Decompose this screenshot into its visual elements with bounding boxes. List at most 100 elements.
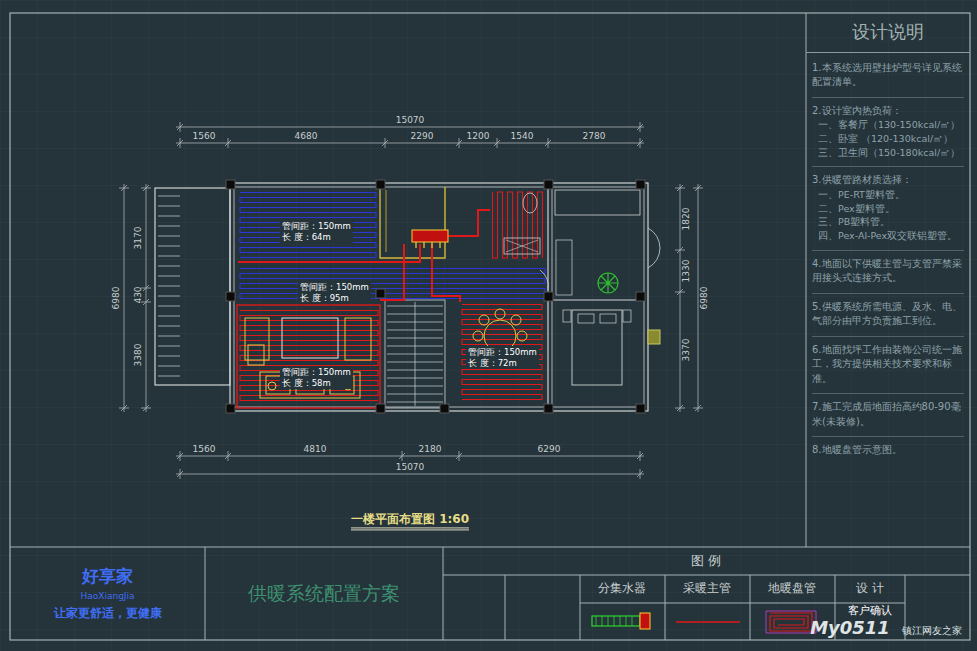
dimension: 15070 xyxy=(396,463,425,473)
stair-steps xyxy=(158,196,180,197)
title-cell: 供暖系统配置方案 xyxy=(205,547,443,640)
note-text: 三、PB塑料管。 xyxy=(812,215,964,229)
extension-line xyxy=(459,451,460,461)
plant-symbol xyxy=(598,273,618,293)
dimension: 3170 xyxy=(134,227,144,250)
extension-line xyxy=(180,451,181,461)
dimension: 1560 xyxy=(193,445,216,455)
extension-line xyxy=(228,451,229,461)
walls xyxy=(572,310,622,385)
furniture xyxy=(248,345,264,365)
dimension: 6980 xyxy=(700,287,710,310)
heating-zone: 管间距：150mm长 度：72m xyxy=(460,300,544,406)
note-text: 1.本系统选用壁挂炉型号详见系统配置清单。 xyxy=(812,61,964,90)
heating-coil xyxy=(493,192,543,258)
text-holder: 管间距：150mm长 度：58m xyxy=(280,366,353,389)
note-text: 二、卧室 （120-130kcal/㎡） xyxy=(812,132,964,146)
watermark: My0511 xyxy=(810,618,890,638)
text-holder: 管间距：150mm长 度：64m xyxy=(280,220,353,243)
dimension-line xyxy=(146,184,147,412)
dimension-line xyxy=(680,184,681,412)
extension-line xyxy=(119,188,129,189)
note-text: 二、Pex塑料管。 xyxy=(812,202,964,216)
note-text: 四、Pex-Al-Pex双交联铝塑管。 xyxy=(812,229,964,243)
title-block-text: 供暖系统配置方案 xyxy=(248,582,400,606)
heating-coil xyxy=(240,193,376,258)
walls xyxy=(523,193,537,213)
walls xyxy=(556,240,572,295)
stair-steps xyxy=(158,316,180,317)
stair-steps xyxy=(158,346,180,347)
dimension: 15070 xyxy=(396,116,425,126)
title-block-text: HaoXiangJia xyxy=(80,591,134,602)
furniture xyxy=(479,315,489,325)
panel-divider xyxy=(806,13,807,547)
extension-line xyxy=(180,122,181,132)
title-block xyxy=(665,575,666,640)
note-text: 7.施工完成后地面抬高约80-90毫米(未装修)。 xyxy=(812,393,964,429)
furniture xyxy=(495,309,505,319)
walls xyxy=(623,310,631,322)
dimension: 6980 xyxy=(112,287,122,310)
extension-line xyxy=(640,122,641,132)
interior-walls xyxy=(386,190,387,252)
note-text: 5.供暖系统所需电源、及水、电、气部分由甲方负责施工到位。 xyxy=(812,293,964,329)
logo-cell: 好享家 HaoXiangJia 让家更舒适，更健康 xyxy=(10,547,205,640)
walls xyxy=(555,190,640,215)
coil-spec: 长 度：58m xyxy=(282,378,351,389)
stair-steps xyxy=(158,366,180,367)
column xyxy=(376,289,385,298)
walls xyxy=(648,228,660,268)
manifold-symbol xyxy=(416,242,440,248)
dimension: 6290 xyxy=(538,445,561,455)
legend-samples xyxy=(592,611,816,633)
column xyxy=(544,292,553,301)
column xyxy=(544,404,553,413)
stair-steps xyxy=(158,266,180,267)
walls xyxy=(230,183,648,411)
plant-symbol xyxy=(598,273,618,293)
heating-zone: 管间距：150mm长 度：95m xyxy=(240,264,545,308)
text-holder: 设计说明1.本系统选用壁挂炉型号详见系统配置清单。2.设计室内热负荷：一、客餐厅… xyxy=(806,13,970,464)
legend-samples xyxy=(596,616,632,626)
interior-walls xyxy=(380,187,445,258)
title-block-text: 好享家 xyxy=(82,566,133,587)
legend-samples xyxy=(676,621,740,623)
watermark: 镇江网友之家 xyxy=(902,625,962,636)
furniture xyxy=(245,318,269,360)
stair-steps xyxy=(158,336,180,337)
design-notes-panel: 设计说明1.本系统选用壁挂炉型号详见系统配置清单。2.设计室内热负荷：一、客餐厅… xyxy=(806,13,970,546)
main-pipes xyxy=(432,244,460,302)
column xyxy=(226,180,235,189)
note-text: 2.设计室内热负荷： xyxy=(812,97,964,119)
walls xyxy=(385,300,445,408)
dimension: 2180 xyxy=(419,445,442,455)
plan-title: 一楼平面布置图 1:60 xyxy=(351,513,469,530)
coil-spec: 管间距：150mm xyxy=(468,347,537,358)
dimension-line xyxy=(176,143,644,144)
coil-spec: 长 度：95m xyxy=(300,293,369,304)
coil-spec: 长 度：64m xyxy=(282,232,351,243)
extension-line xyxy=(119,408,129,409)
heating-coil xyxy=(240,311,378,401)
extension-line xyxy=(548,138,549,148)
furniture xyxy=(473,331,483,341)
column xyxy=(226,404,235,413)
dimension: 4680 xyxy=(295,132,318,142)
walls xyxy=(600,314,616,323)
column xyxy=(440,404,449,413)
table-cell: 设 计 xyxy=(856,582,884,595)
title-block-text: 让家更舒适，更健康 xyxy=(54,606,162,621)
note-text: 3.供暖管路材质选择： xyxy=(812,166,964,188)
extension-line xyxy=(675,292,685,293)
note-text: 6.地面找坪工作由装饰公司统一施工，我方提供相关技术要求和标准。 xyxy=(812,336,964,387)
dimension-line xyxy=(176,474,644,475)
coil-spec: 管间距：150mm xyxy=(282,221,351,232)
manifold-symbol xyxy=(412,230,448,242)
walls xyxy=(563,310,571,322)
title-block xyxy=(10,547,970,640)
dimension: 2290 xyxy=(411,132,434,142)
panel-title: 设计说明 xyxy=(806,19,970,53)
